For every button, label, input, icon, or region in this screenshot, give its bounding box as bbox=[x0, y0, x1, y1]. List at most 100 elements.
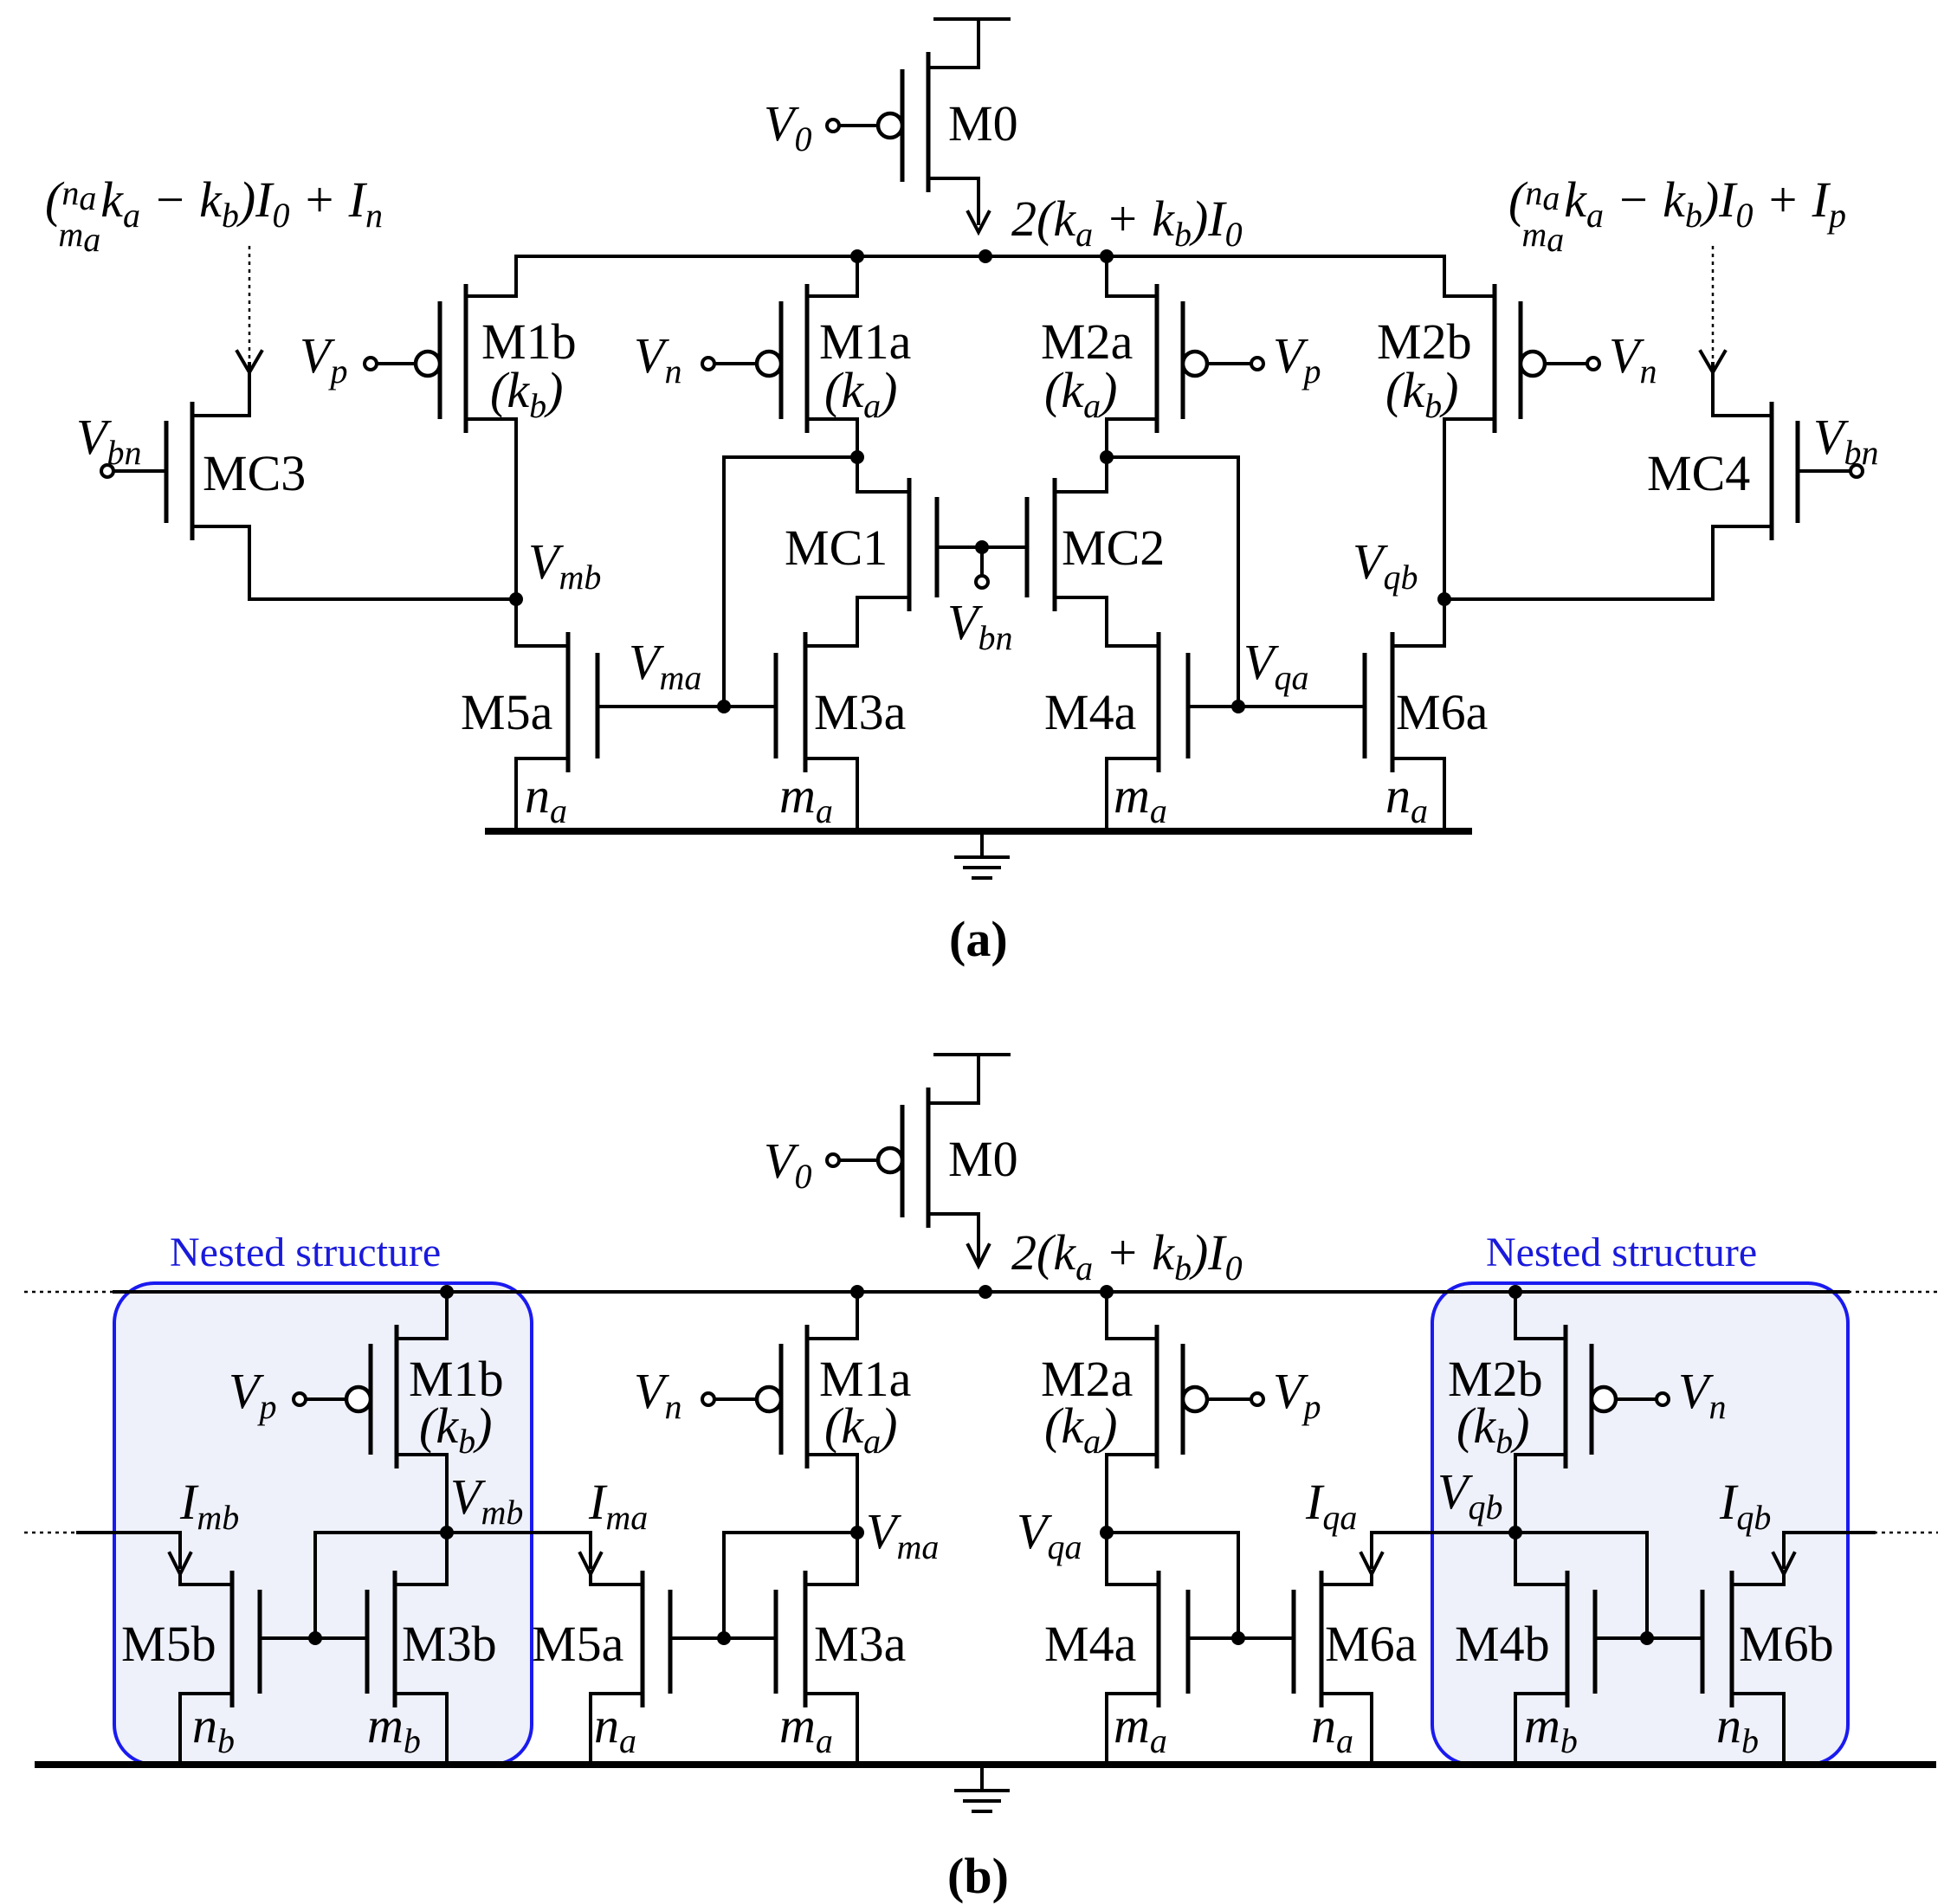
transistor-M1b-b: M1b (kb) Vp bbox=[229, 1290, 504, 1534]
label-MC4: MC4 bbox=[1647, 445, 1750, 501]
transistor-M2a-b: M2a (ka) Vp bbox=[1041, 1290, 1321, 1534]
nested-label-left: Nested structure bbox=[170, 1230, 441, 1275]
label-M0: M0 bbox=[948, 95, 1018, 152]
transistor-M6a-b: M6a na bbox=[1291, 1571, 1417, 1766]
label-M6a-b: M6a bbox=[1325, 1616, 1417, 1672]
panel-b: Nested structure Nested structure M0 V0 … bbox=[24, 1053, 1938, 1904]
size-M2b-b: (kb) bbox=[1456, 1397, 1529, 1461]
label-V0: V0 bbox=[764, 95, 811, 158]
label-nb-M6b: nb bbox=[1716, 1697, 1759, 1760]
label-Ima: Ima bbox=[588, 1474, 648, 1537]
label-Vp-M1b: Vp bbox=[300, 327, 347, 390]
transistor-M4a-b: M4a ma bbox=[1044, 1531, 1295, 1766]
label-Vma-a: Vma bbox=[629, 634, 701, 697]
label-M6a-a: M6a bbox=[1396, 684, 1488, 740]
transistor-MC2: MC2 bbox=[1024, 450, 1165, 648]
label-M4a-a: M4a bbox=[1044, 684, 1136, 740]
size-M2a-b: (ka) bbox=[1044, 1397, 1117, 1461]
size-M1a-b: (ka) bbox=[824, 1397, 897, 1461]
size-M1b: (kb) bbox=[490, 362, 563, 425]
label-Vn-M2b: Vn bbox=[1609, 327, 1657, 390]
size-M1a: (ka) bbox=[824, 362, 897, 425]
transistor-M1b: M1b (kb) Vp bbox=[300, 255, 577, 601]
transistor-M4b: M4b mb bbox=[1455, 1531, 1704, 1766]
label-M3b: M3b bbox=[402, 1616, 497, 1672]
transistor-M6b: M6b nb bbox=[1700, 1571, 1834, 1766]
label-M5a-b: M5a bbox=[532, 1616, 623, 1672]
label-nb-M5b: nb bbox=[192, 1697, 235, 1760]
label-Vp-M1b-b: Vp bbox=[229, 1363, 276, 1426]
label-mb-M4b: mb bbox=[1524, 1697, 1578, 1760]
label-ma-M4a: ma bbox=[1114, 767, 1167, 830]
transistor-M3b: M3b mb bbox=[365, 1531, 497, 1766]
size-M1b-b: (kb) bbox=[419, 1397, 492, 1461]
label-MC3: MC3 bbox=[203, 445, 306, 501]
label-M6b: M6b bbox=[1739, 1616, 1834, 1672]
transistor-MC1: MC1 bbox=[785, 450, 940, 648]
transistor-M0-b: M0 V0 bbox=[764, 1053, 1018, 1270]
label-Vma-b: Vma bbox=[866, 1503, 939, 1566]
transistor-M5a-b: M5a na bbox=[532, 1571, 778, 1766]
label-M2a-b: M2a bbox=[1041, 1351, 1133, 1407]
transistor-M2b-b: M2b (kb) Vn bbox=[1448, 1290, 1726, 1534]
label-Vn-M1a: Vn bbox=[634, 327, 681, 390]
label-M1a: M1a bbox=[819, 313, 911, 370]
transistor-MC3: MC3 Vbn bbox=[76, 246, 518, 601]
nested-label-right: Nested structure bbox=[1486, 1230, 1757, 1275]
label-Iqa: Iqa bbox=[1305, 1474, 1357, 1537]
label-Vbn-center-a: Vbn bbox=[947, 594, 1012, 657]
label-Vmb-a: Vmb bbox=[528, 533, 601, 597]
label-ma-M4a-b: ma bbox=[1114, 1697, 1167, 1760]
label-V0-b: V0 bbox=[764, 1133, 811, 1196]
size-M2a: (ka) bbox=[1044, 362, 1117, 425]
label-Vp-M2a-b: Vp bbox=[1273, 1363, 1321, 1426]
label-M3a-b: M3a bbox=[814, 1616, 906, 1672]
label-Vbn-MC3: Vbn bbox=[76, 409, 141, 472]
label-M2a: M2a bbox=[1041, 313, 1133, 370]
label-mb-M3b: mb bbox=[367, 1697, 421, 1760]
label-Vqa-a: Vqa bbox=[1243, 634, 1308, 697]
caption-a: (a) bbox=[949, 911, 1008, 967]
label-M3a-a: M3a bbox=[814, 684, 906, 740]
label-ma-M3a: ma bbox=[779, 767, 833, 830]
transistor-M5b: M5b nb bbox=[121, 1571, 369, 1766]
label-M4a-b: M4a bbox=[1044, 1616, 1136, 1672]
label-ma-M3a-b: ma bbox=[779, 1697, 833, 1760]
label-tail-current-a: 2(ka + kb)I0 bbox=[1011, 190, 1243, 254]
label-M1b-b: M1b bbox=[409, 1351, 504, 1407]
label-Vqb-b: Vqb bbox=[1437, 1463, 1502, 1526]
label-M4b: M4b bbox=[1455, 1616, 1550, 1672]
label-Vmb-b: Vmb bbox=[450, 1468, 523, 1532]
label-Vqb-a: Vqb bbox=[1353, 533, 1418, 597]
transistor-M1a: M1a (ka) Vn bbox=[634, 255, 911, 459]
label-na-M5a: na bbox=[525, 767, 567, 830]
label-tail-current-b: 2(ka + kb)I0 bbox=[1011, 1224, 1243, 1288]
caption-b: (b) bbox=[947, 1848, 1009, 1904]
transistor-MC4: MC4 Vbn bbox=[1443, 246, 1878, 601]
transistor-M3a: M3a ma bbox=[773, 604, 906, 833]
label-na-M6a-b: na bbox=[1311, 1697, 1353, 1760]
transistor-M2a: M2a (ka) Vp bbox=[1041, 255, 1321, 459]
transistor-M2b: M2b (kb) Vn bbox=[1377, 255, 1657, 601]
label-MC1: MC1 bbox=[785, 520, 888, 576]
label-Vn-M2b-b: Vn bbox=[1678, 1363, 1726, 1426]
label-M1b: M1b bbox=[481, 313, 577, 370]
label-M0-b: M0 bbox=[948, 1131, 1018, 1187]
label-Imb: Imb bbox=[179, 1474, 239, 1537]
transistor-M5a: M5a na bbox=[461, 597, 778, 833]
size-M2b: (kb) bbox=[1385, 362, 1458, 425]
panel-a: M0 V0 2(ka + kb)I0 M1b (kb) Vp bbox=[45, 17, 1878, 967]
transistor-M4a: M4a ma bbox=[1044, 632, 1366, 833]
label-Iqb: Iqb bbox=[1719, 1474, 1771, 1537]
label-M2b: M2b bbox=[1377, 313, 1472, 370]
transistor-M3a-b: M3a ma bbox=[773, 1531, 906, 1766]
label-M5b: M5b bbox=[121, 1616, 216, 1672]
label-Vbn-MC4: Vbn bbox=[1813, 409, 1878, 472]
label-M2b-b: M2b bbox=[1448, 1351, 1543, 1407]
label-MC2: MC2 bbox=[1062, 520, 1165, 576]
transistor-M0: M0 V0 bbox=[764, 17, 1018, 236]
label-na-M5a-b: na bbox=[594, 1697, 636, 1760]
